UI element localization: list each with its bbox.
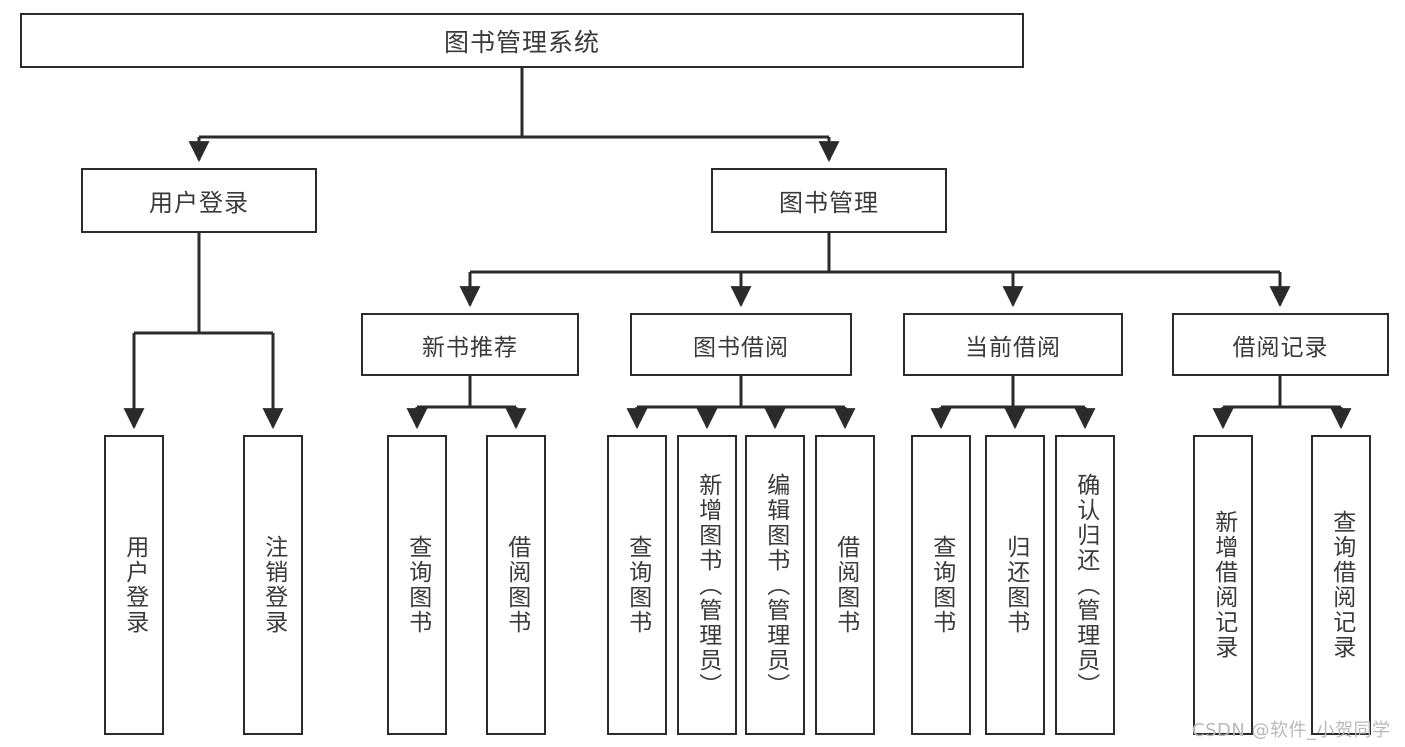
leaf-return-book-label: 归还图书: [1002, 535, 1029, 635]
node-new-book-recommend-label: 新书推荐: [422, 334, 518, 361]
leaf-query-book-recommend-label: 查询图书: [404, 535, 431, 635]
leaf-query-book-borrow[interactable]: 查询图书: [607, 435, 667, 735]
leaf-borrow-book-recommend[interactable]: 借阅图书: [486, 435, 546, 735]
leaf-borrow-book-recommend-label: 借阅图书: [503, 535, 530, 635]
node-borrow-record-label: 借阅记录: [1232, 334, 1329, 361]
leaf-return-book[interactable]: 归还图书: [985, 435, 1045, 735]
node-user-login[interactable]: 用户登录: [81, 168, 317, 233]
leaf-edit-book-admin-label: 编辑图书（管理员）: [762, 472, 789, 698]
leaf-logout-label: 注销登录: [260, 535, 287, 635]
leaf-user-login-label: 用户登录: [121, 535, 148, 635]
node-root-system[interactable]: 图书管理系统: [20, 13, 1024, 68]
node-current-borrow[interactable]: 当前借阅: [903, 313, 1123, 376]
leaf-add-borrow-record[interactable]: 新增借阅记录: [1193, 435, 1253, 735]
leaf-query-book-current[interactable]: 查询图书: [911, 435, 971, 735]
node-user-login-label: 用户登录: [149, 189, 249, 217]
csdn-watermark: CSDN @软件_小贺同学: [1192, 720, 1391, 741]
node-borrow-record[interactable]: 借阅记录: [1172, 313, 1389, 376]
node-root-system-label: 图书管理系统: [443, 27, 600, 57]
leaf-borrow-book-label: 借阅图书: [832, 535, 859, 635]
node-book-borrow-label: 图书借阅: [693, 334, 789, 361]
leaf-user-login[interactable]: 用户登录: [104, 435, 164, 735]
leaf-add-borrow-record-label: 新增借阅记录: [1210, 510, 1237, 660]
leaf-confirm-return-admin-label: 确认归还（管理员）: [1072, 472, 1099, 698]
leaf-add-book-admin-label: 新增图书（管理员）: [694, 472, 721, 698]
leaf-edit-book-admin[interactable]: 编辑图书（管理员）: [745, 435, 805, 735]
node-book-borrow[interactable]: 图书借阅: [630, 313, 852, 376]
leaf-borrow-book[interactable]: 借阅图书: [815, 435, 875, 735]
leaf-add-book-admin[interactable]: 新增图书（管理员）: [677, 435, 737, 735]
leaf-query-book-borrow-label: 查询图书: [624, 535, 651, 635]
leaf-query-borrow-record-label: 查询借阅记录: [1328, 510, 1355, 660]
leaf-confirm-return-admin[interactable]: 确认归还（管理员）: [1055, 435, 1115, 735]
node-new-book-recommend[interactable]: 新书推荐: [361, 313, 579, 376]
node-current-borrow-label: 当前借阅: [965, 334, 1061, 361]
leaf-query-book-recommend[interactable]: 查询图书: [387, 435, 447, 735]
leaf-logout[interactable]: 注销登录: [243, 435, 303, 735]
node-book-management[interactable]: 图书管理: [711, 168, 947, 233]
node-book-management-label: 图书管理: [779, 189, 879, 217]
leaf-query-borrow-record[interactable]: 查询借阅记录: [1311, 435, 1371, 735]
leaf-query-book-current-label: 查询图书: [928, 535, 955, 635]
